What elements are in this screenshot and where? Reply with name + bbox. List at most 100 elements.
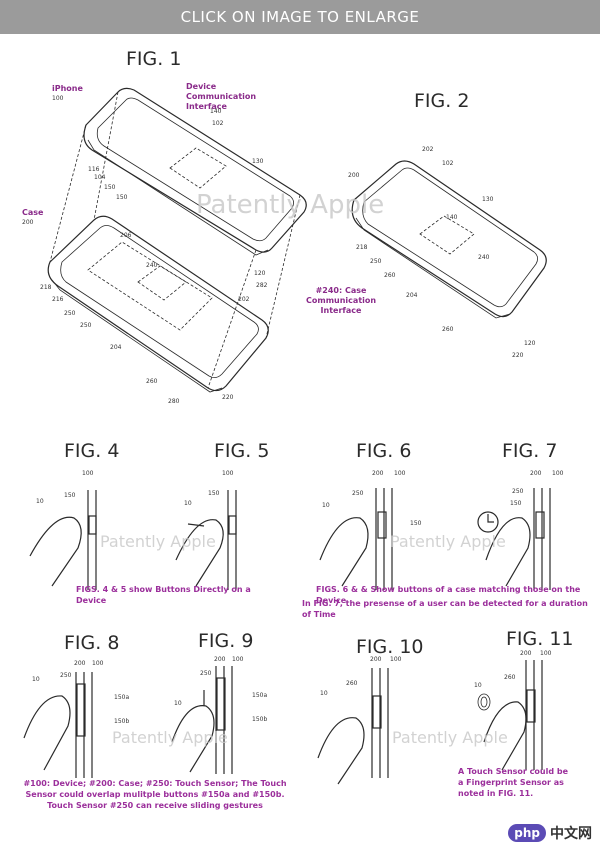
note-fig67-b: In FIG. 7, the presense of a user can be… (302, 599, 588, 619)
ref-140-fig2: 140 (446, 214, 458, 221)
ref-260-fig2a: 260 (384, 272, 396, 279)
fig2-label: FIG. 2 (414, 90, 470, 112)
ref-150-fig7: 150 (510, 500, 522, 507)
ref-100-fig5: 100 (222, 470, 234, 477)
note-fig45: FIGS. 4 & 5 show Buttons Directly on a D… (76, 585, 251, 605)
fig10-profile (317, 668, 389, 785)
logo-text: 中文网 (550, 826, 592, 842)
fig6-label: FIG. 6 (356, 440, 412, 462)
fig1-label: FIG. 1 (126, 48, 182, 70)
ref-200-fig9: 200 (214, 656, 226, 663)
ref-250-fig6: 250 (352, 490, 364, 497)
ref-100-fig10: 100 (390, 656, 402, 663)
fig1-case (47, 215, 269, 393)
ref-200-fig8: 200 (74, 660, 86, 667)
ref-250-fig9: 250 (200, 670, 212, 677)
watermark-row3-left: Patently Apple (112, 728, 228, 747)
ref-260-fig10: 260 (346, 680, 358, 687)
logo-badge: php (508, 824, 546, 842)
iphone-label: iPhone 100 (52, 84, 83, 102)
fig8-profile (23, 672, 93, 778)
ref-150-fig1: 150 (104, 184, 116, 191)
ref-200-fig10: 200 (370, 656, 382, 663)
watermark-row2-left: Patently Apple (100, 532, 216, 551)
watermark-row3-right: Patently Apple (392, 728, 508, 747)
site-logo: php 中文网 (508, 823, 592, 843)
ref-150-fig5: 150 (208, 490, 220, 497)
fig4-label: FIG. 4 (64, 440, 120, 462)
ref-150-fig6: 150 (410, 520, 422, 527)
ref-10-fig11: 10 (474, 682, 482, 689)
ref-240-fig1: 240 (146, 262, 158, 269)
ref-100-fig9: 100 (232, 656, 244, 663)
ref-202-fig2: 202 (422, 146, 434, 153)
ref-100-fig4: 100 (82, 470, 94, 477)
ref-260-fig2b: 260 (442, 326, 454, 333)
fig6-profile (319, 488, 393, 590)
ref-204-fig1: 204 (110, 344, 122, 351)
fig5-label: FIG. 5 (214, 440, 270, 462)
ref-150a-fig9: 150a (252, 692, 268, 699)
note-fig89: #100: Device; #200: Case; #250: Touch Se… (23, 779, 287, 810)
ref-150b-fig8: 150b (114, 718, 130, 725)
fig4-profile (29, 490, 97, 590)
fig1-phone (83, 87, 307, 256)
ref-10-fig4: 10 (36, 498, 44, 505)
note-fig67-a: FIGS. 6 & & Show buttons of a case match… (316, 585, 581, 605)
ref-200-fig7: 200 (530, 470, 542, 477)
ref-130: 130 (252, 158, 264, 165)
ref-240-fig2: 240 (478, 254, 490, 261)
ref-10-fig8: 10 (32, 676, 40, 683)
fig7-profile (477, 488, 551, 590)
ref-100-fig7: 100 (552, 470, 564, 477)
ref-100-fig6: 100 (394, 470, 406, 477)
ref-200-fig2: 200 (348, 172, 360, 179)
ref-10-fig5: 10 (184, 500, 192, 507)
fig5-profile (175, 490, 237, 590)
fig7-label: FIG. 7 (502, 440, 558, 462)
watermark-top: Patently Apple (196, 190, 385, 220)
ref-204-fig2: 204 (406, 292, 418, 299)
ref-150-fig4: 150 (64, 492, 76, 499)
ref-10-fig6: 10 (322, 502, 330, 509)
ref-150-fig1b: 150 (116, 194, 128, 201)
ref-220-fig2: 220 (512, 352, 524, 359)
fig10-label: FIG. 10 (356, 636, 424, 658)
enlarge-text: CLICK ON IMAGE TO ENLARGE (180, 8, 420, 26)
ref-120-fig2: 120 (524, 340, 536, 347)
ref-102-fig2: 102 (442, 160, 454, 167)
ref-260-fig11: 260 (504, 674, 516, 681)
ref-100-fig11: 100 (540, 650, 552, 657)
ref-220-fig1: 220 (222, 394, 234, 401)
ref-250-fig7: 250 (512, 488, 524, 495)
case-label: Case 200 (22, 208, 44, 226)
case-comm-label: #240: Case Communication Interface (306, 286, 377, 315)
ref-218-fig1: 218 (40, 284, 52, 291)
fig11-label: FIG. 11 (506, 628, 574, 650)
ref-250-fig2: 250 (370, 258, 382, 265)
ref-150b-fig9: 150b (252, 716, 268, 723)
ref-206: 206 (120, 232, 132, 239)
ref-202-fig1: 202 (238, 296, 250, 303)
ref-200-fig6: 200 (372, 470, 384, 477)
ref-250-fig1b: 250 (80, 322, 92, 329)
fig8-label: FIG. 8 (64, 632, 120, 654)
fig9-label: FIG. 9 (198, 630, 254, 652)
ref-200-fig11: 200 (520, 650, 532, 657)
ref-104: 104 (94, 174, 106, 181)
ref-216: 216 (52, 296, 64, 303)
device-comm-label: Device Communication Interface (186, 82, 257, 111)
ref-100-fig8: 100 (92, 660, 104, 667)
watermark-row2-right: Patently Apple (390, 532, 506, 551)
ref-140: 140 (210, 108, 222, 115)
fig9-profile (171, 666, 233, 774)
ref-280: 280 (168, 398, 180, 405)
note-fig11: A Touch Sensor could be a Fingerprint Se… (458, 767, 568, 798)
ref-150a-fig8: 150a (114, 694, 130, 701)
ref-10-fig10: 10 (320, 690, 328, 697)
ref-120-fig1: 120 (254, 270, 266, 277)
ref-260-fig1: 260 (146, 378, 158, 385)
enlarge-banner[interactable]: CLICK ON IMAGE TO ENLARGE (0, 0, 600, 34)
ref-250-fig1a: 250 (64, 310, 76, 317)
